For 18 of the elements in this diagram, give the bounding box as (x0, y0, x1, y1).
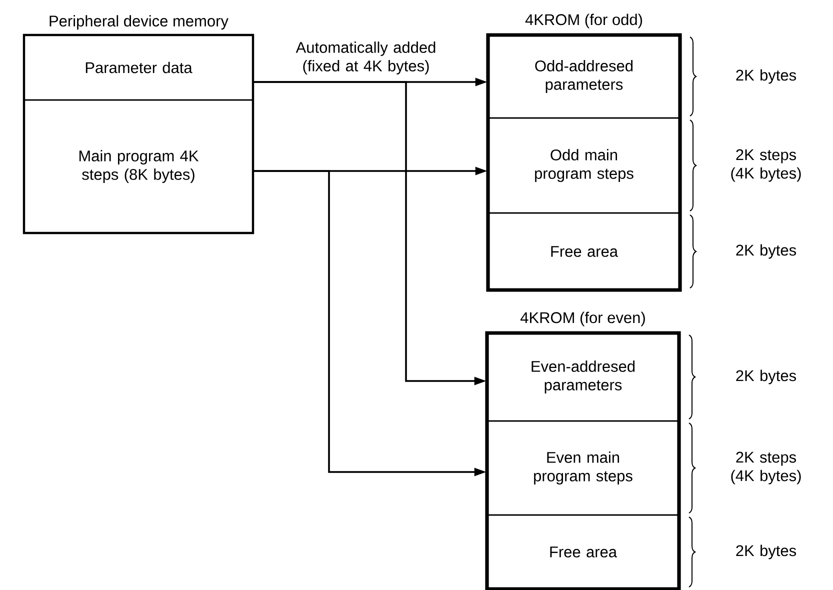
node-label: Even-addresed parameters (532, 360, 635, 394)
memory-row: Main program 4K steps (8K bytes) (23, 99, 254, 234)
size-label: 2K bytes (736, 370, 796, 384)
node-label: Parameter data (86, 62, 192, 74)
size-label: 2K bytes (736, 69, 796, 84)
memory-row: Even main program steps (486, 420, 680, 516)
block-heading: 4KROM (for even) (520, 312, 645, 326)
edge-label: Automatically added (fixed at 4K bytes) (296, 42, 436, 74)
size-label: 2K bytes (736, 244, 796, 259)
block-heading: Peripheral device memory (50, 15, 228, 30)
block-heading: 4KROM (for odd) (525, 14, 642, 28)
size-label: 2K steps (4K bytes) (731, 452, 801, 484)
memory-row: Free area (487, 212, 681, 291)
size-label: 2K steps (4K bytes) (731, 149, 801, 182)
size-label: 2K bytes (736, 544, 796, 560)
memory-row: Free area (486, 514, 680, 590)
node-label: Odd-addresed parameters (535, 60, 633, 93)
memory-row: Odd main program steps (487, 117, 681, 214)
